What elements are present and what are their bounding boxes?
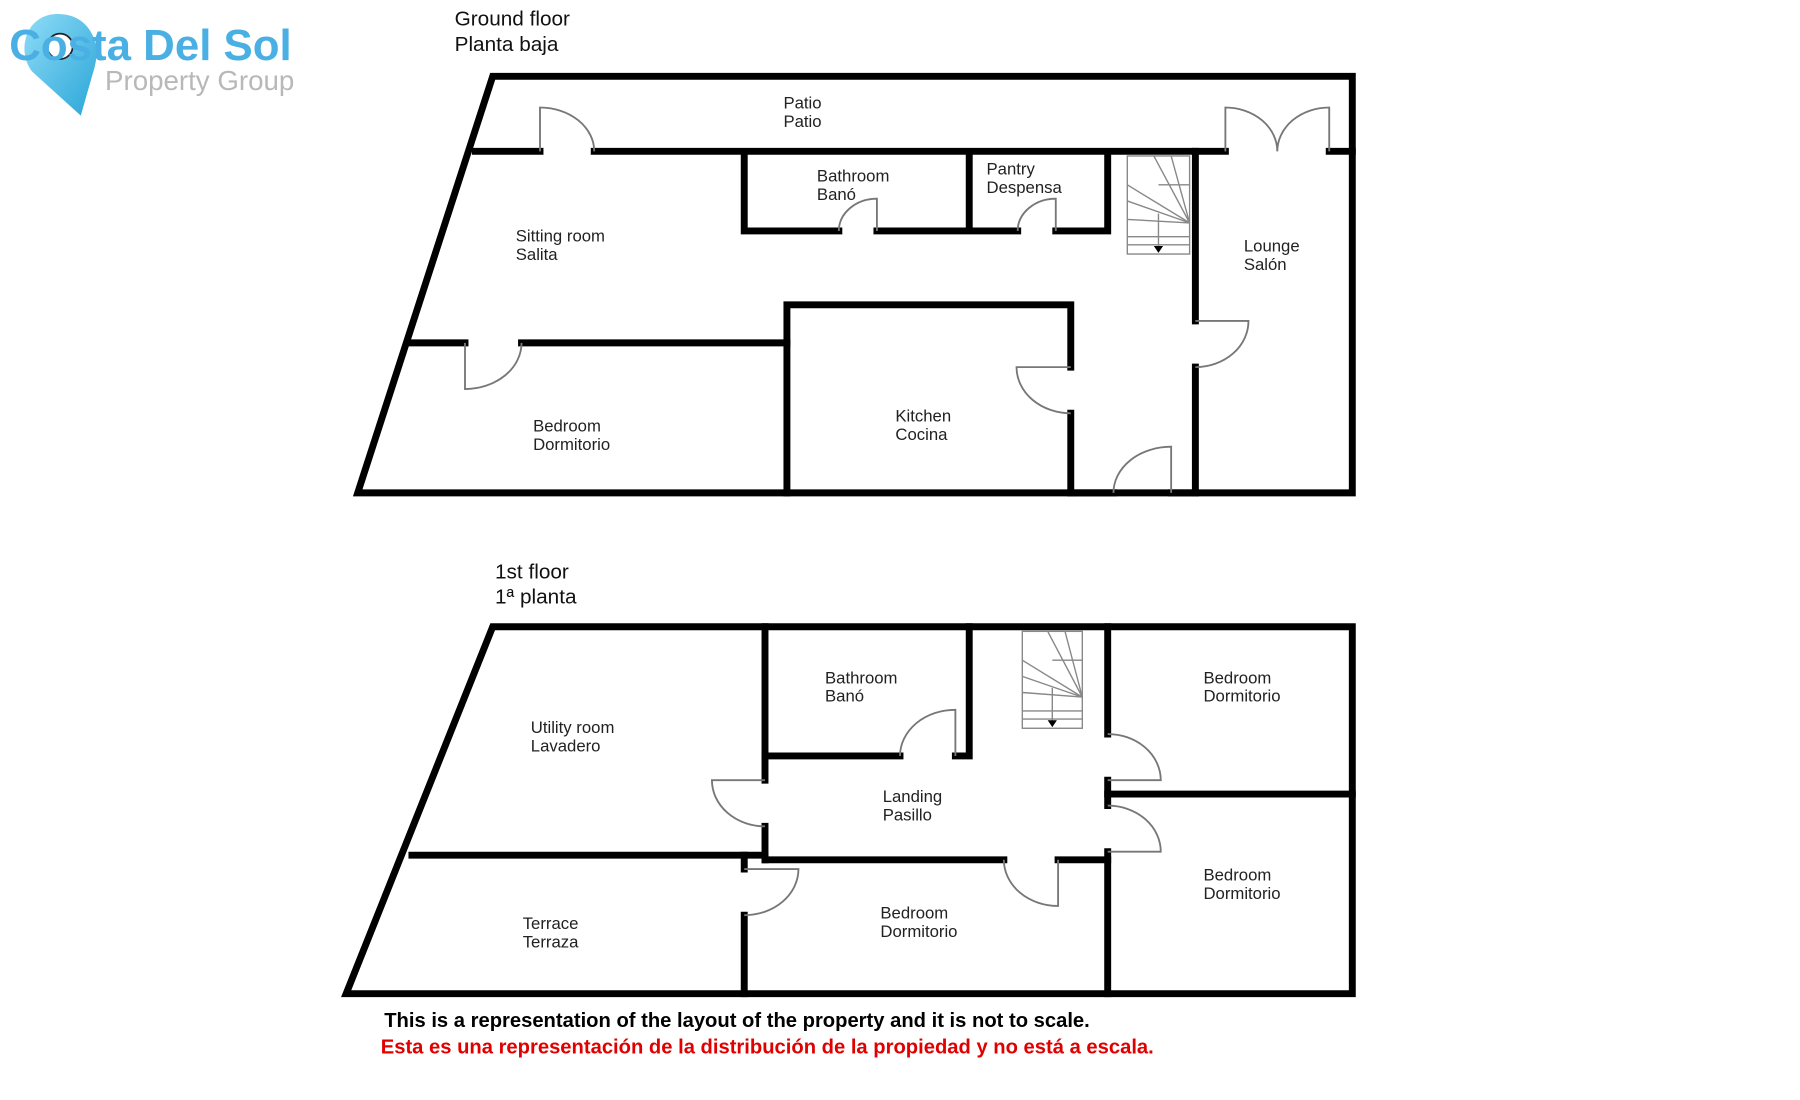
room-label: Utility room bbox=[531, 718, 615, 737]
room-label: Bedroom bbox=[533, 417, 601, 436]
room-label: Bedroom bbox=[880, 904, 948, 923]
room-label: Dormitorio bbox=[533, 435, 610, 454]
room-label: Kitchen bbox=[895, 406, 951, 425]
disclaimer-es: Esta es una representación de la distrib… bbox=[381, 1037, 1154, 1059]
logo-brand: Costa Del Sol bbox=[9, 21, 292, 70]
room-labels: Utility room Lavadero Bathroom Banó Bedr… bbox=[523, 668, 1281, 951]
room-label: Despensa bbox=[987, 178, 1063, 197]
ground-outer-wall bbox=[352, 72, 1356, 497]
doors bbox=[710, 708, 1162, 917]
doors bbox=[464, 106, 1331, 493]
first-outer-wall bbox=[341, 623, 1356, 998]
room-label: Dormitorio bbox=[880, 922, 957, 941]
room-label: Lavadero bbox=[531, 736, 601, 755]
room-label: Salón bbox=[1244, 255, 1287, 274]
room-label: Cocina bbox=[895, 425, 948, 444]
room-label: Landing bbox=[883, 787, 943, 806]
logo-subtitle: Property Group bbox=[105, 65, 294, 96]
room-label: Dormitorio bbox=[1203, 687, 1280, 706]
room-label: Terraza bbox=[523, 933, 579, 952]
room-label: Bathroom bbox=[825, 668, 897, 687]
staircase bbox=[1126, 155, 1191, 255]
room-label: Patio bbox=[783, 112, 821, 131]
first-floor-plan: 1st floor 1ª planta Utility room Lavader… bbox=[341, 560, 1356, 998]
logo: Costa Del Sol Property Group bbox=[9, 14, 294, 116]
room-label: Bathroom bbox=[817, 166, 889, 185]
room-label: Pantry bbox=[987, 159, 1036, 178]
room-label: Terrace bbox=[523, 914, 579, 933]
room-label: Patio bbox=[783, 94, 821, 113]
ground-floor-title-es: Planta baja bbox=[455, 33, 559, 56]
room-labels: Patio Patio Bathroom Banó Pantry Despens… bbox=[516, 94, 1300, 455]
map-pin-icon bbox=[24, 14, 97, 116]
room-label: Sitting room bbox=[516, 226, 605, 245]
room-label: Lounge bbox=[1244, 237, 1300, 256]
ground-floor-plan: Ground floor Planta baja Patio P bbox=[352, 8, 1356, 497]
first-floor-title-es: 1ª planta bbox=[495, 586, 577, 609]
staircase bbox=[1021, 630, 1083, 729]
room-label: Salita bbox=[516, 245, 559, 264]
room-label: Banó bbox=[817, 185, 856, 204]
room-label: Bedroom bbox=[1203, 866, 1271, 885]
room-label: Banó bbox=[825, 687, 864, 706]
disclaimer-en: This is a representation of the layout o… bbox=[384, 1010, 1090, 1032]
room-label: Bedroom bbox=[1203, 668, 1271, 687]
ground-floor-title-en: Ground floor bbox=[455, 8, 570, 31]
room-label: Dormitorio bbox=[1203, 884, 1280, 903]
room-label: Pasillo bbox=[883, 806, 932, 825]
first-floor-title-en: 1st floor bbox=[495, 560, 569, 583]
